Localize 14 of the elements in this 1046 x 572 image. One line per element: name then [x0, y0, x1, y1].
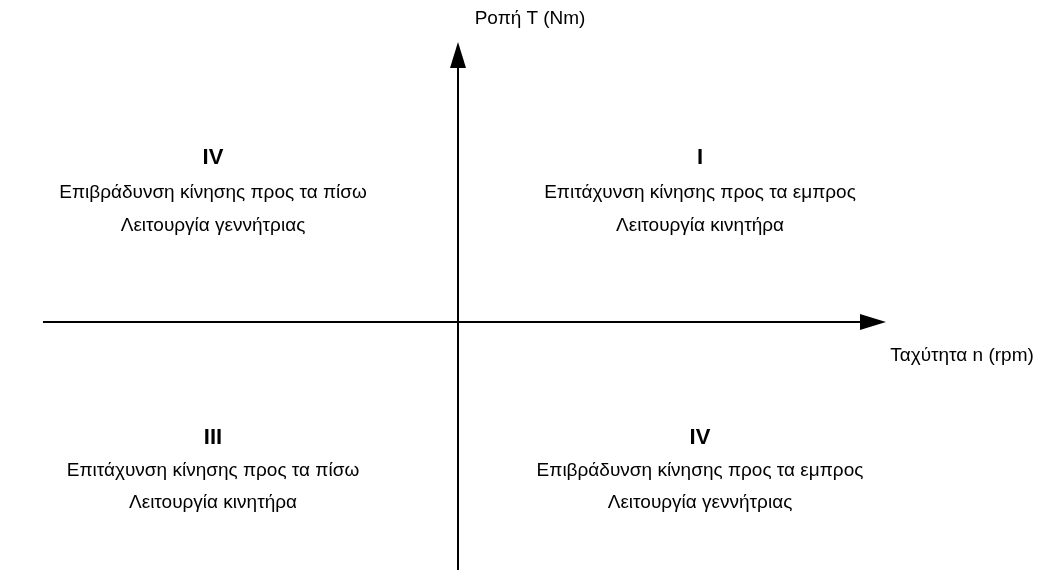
quadrant-description: Λειτουργία γεννήτριας — [120, 214, 306, 236]
quadrant-number: IV — [689, 424, 711, 450]
quadrant-number: I — [696, 144, 704, 170]
quadrant-description: Επιτάχυνση κίνησης προς τα εμπρος — [544, 181, 856, 203]
quadrant-description: Επιβράδυνση κίνησης προς τα εμπρος — [536, 459, 864, 481]
quadrant-description: Λειτουργία κινητήρα — [129, 491, 297, 513]
axis-label: Ροπή T (Nm) — [474, 7, 586, 29]
quadrant-description: Λειτουργία γεννήτριας — [607, 491, 793, 513]
quadrant-number: IV — [202, 144, 224, 170]
axis-label: Ταχύτητα n (rpm) — [890, 344, 1034, 366]
quadrant-number: III — [203, 424, 223, 450]
quadrant-description: Επιβράδυνση κίνησης προς τα πίσω — [59, 181, 367, 203]
quadrant-description: Επιτάχυνση κίνησης προς τα πίσω — [66, 459, 360, 481]
quadrant-description: Λειτουργία κινητήρα — [616, 214, 784, 236]
